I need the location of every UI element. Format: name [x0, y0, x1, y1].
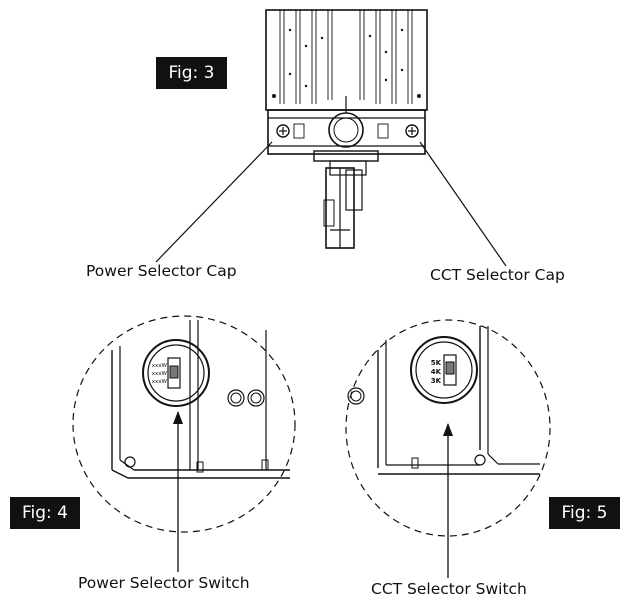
power-cap-leader [155, 141, 273, 263]
power-selector-cap-label: Power Selector Cap [86, 262, 237, 280]
cct-cap-leader [419, 141, 507, 267]
fixture-rear-view [265, 9, 428, 249]
cct-mark-5k: 5K [431, 359, 442, 367]
cct-mark-3k: 3K [431, 377, 442, 385]
cct-mark-4k: 4K [431, 368, 442, 376]
fig4-tag: Fig: 4 [10, 497, 80, 529]
fig3-tag: Fig: 3 [156, 57, 227, 89]
cct-selector-cap-label: CCT Selector Cap [430, 266, 565, 284]
cct-selector-detail [345, 319, 551, 537]
cct-selector-switch-label: CCT Selector Switch [371, 580, 527, 598]
power-selector-detail [72, 315, 296, 533]
power-mark-2: xxxW [152, 371, 168, 377]
power-mark-3: xxxW [152, 379, 168, 385]
power-switch-arrowhead [173, 411, 183, 424]
fig5-tag: Fig: 5 [549, 497, 620, 529]
cct-switch-arrowhead [443, 423, 453, 436]
power-mark-1: xxxW [152, 363, 168, 369]
power-selector-switch-label: Power Selector Switch [78, 574, 250, 592]
